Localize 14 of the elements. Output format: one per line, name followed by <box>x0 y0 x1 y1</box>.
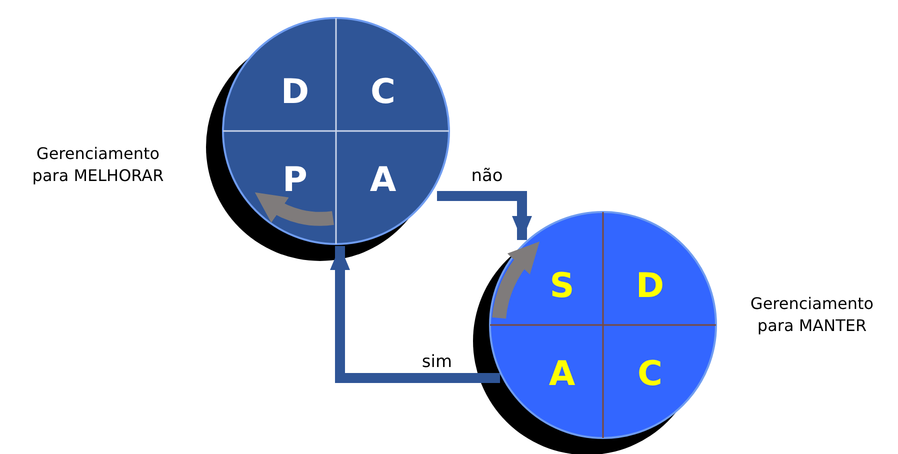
quadrant-letter: D <box>634 269 666 303</box>
arrow <box>330 246 500 383</box>
quadrant-letter: C <box>370 75 396 109</box>
quadrant-circle <box>489 211 717 439</box>
quadrant-circle <box>222 17 450 245</box>
quadrant-letter: C <box>636 357 664 391</box>
side-label: Gerenciamento para MANTER <box>749 293 875 337</box>
quadrant-letter: S <box>548 269 576 303</box>
quadrant-letter: A <box>548 357 576 391</box>
quadrant-letter: P <box>282 163 308 197</box>
arrow <box>437 191 532 240</box>
quadrant-letter: D <box>280 75 310 109</box>
side-label: Gerenciamento para MELHORAR <box>31 143 165 187</box>
quadrant-letter: A <box>368 163 398 197</box>
